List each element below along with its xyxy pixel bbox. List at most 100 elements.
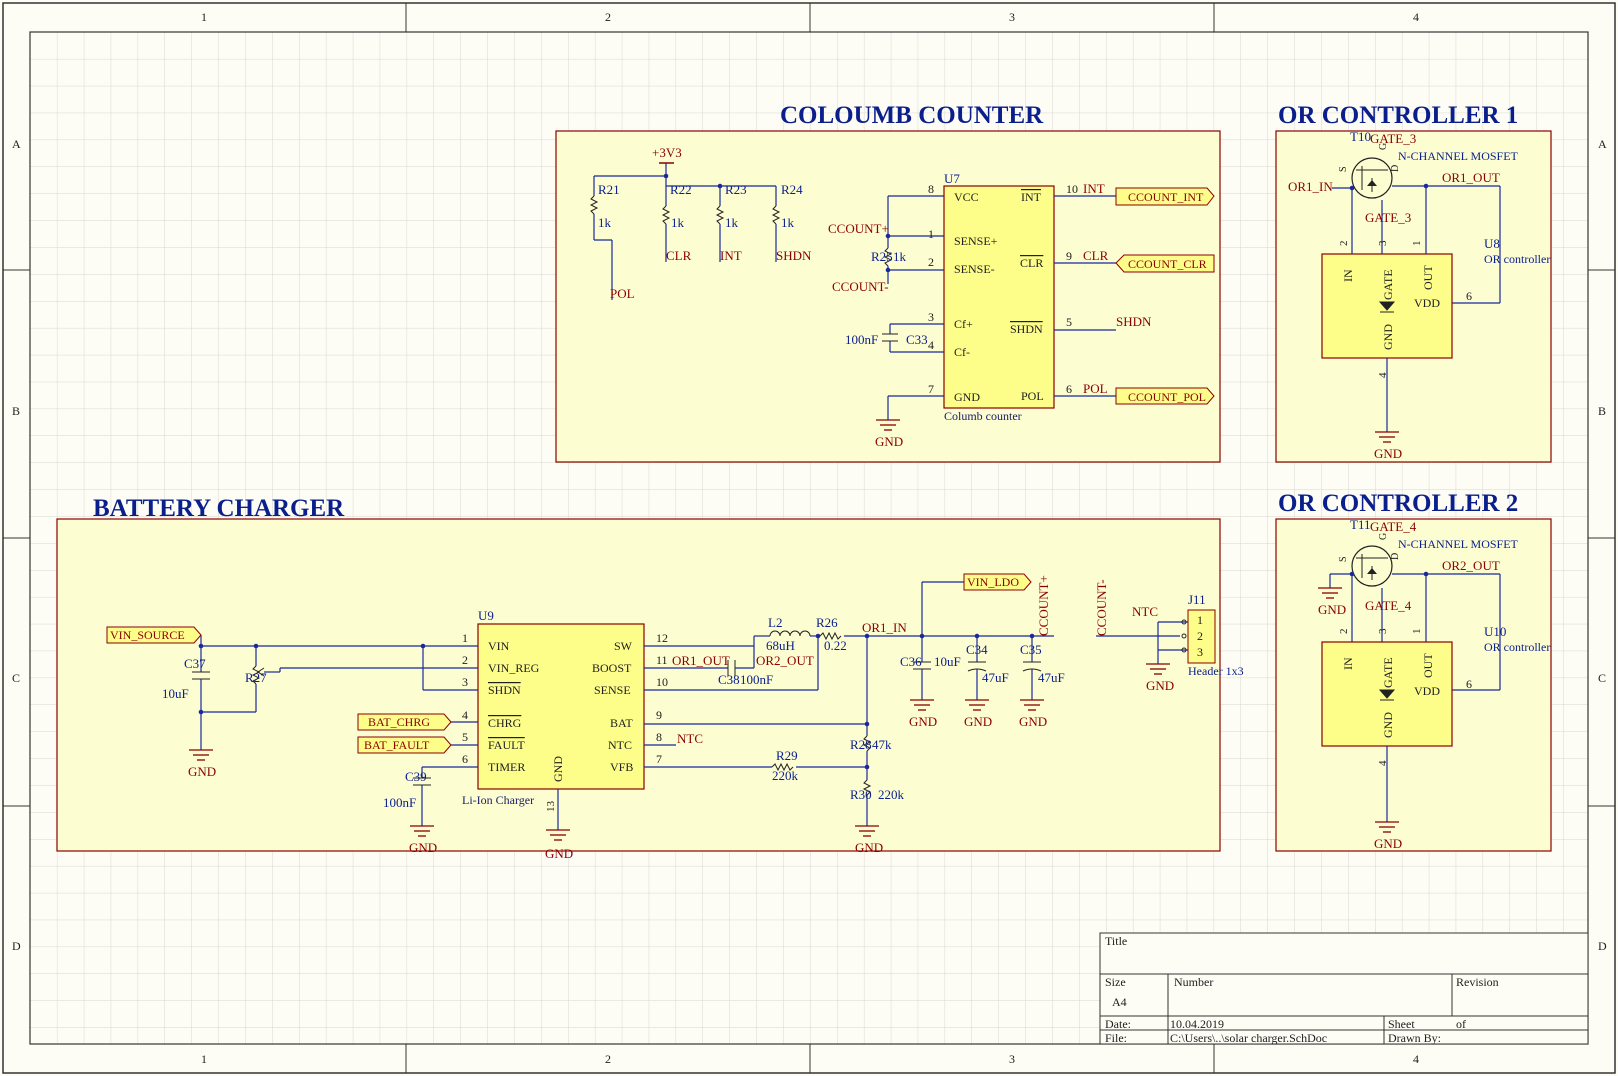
u8-pin-in: IN [1341,269,1355,282]
u9-pin-num-13: 13 [545,801,557,813]
u8-pin-gate: GATE [1381,269,1395,300]
j11-ref: J11 [1188,592,1206,607]
date-label: Date: [1105,1017,1131,1031]
u9-pin-bat: BAT [610,716,633,730]
col-label-bottom-1: 1 [201,1052,207,1066]
c36-ref: C36 [900,654,922,669]
resistor-r21: R21 1k POL [589,176,635,301]
u7-pin-int: INT [1021,190,1042,204]
gnd-j11-label: GND [1146,678,1174,693]
or2-gate-net: GATE_4 [1365,598,1412,613]
u7-pin-num-5: 5 [1066,315,1072,329]
u10-pin-gnd: GND [1381,712,1395,738]
j11-ntc-net: NTC [1132,604,1158,619]
r21-value: 1k [598,215,612,230]
c33-value: 100nF [845,332,878,347]
ccount-minus-net: CCOUNT- [832,279,889,294]
title-label: Title [1105,934,1127,948]
net-clr: CLR [1083,248,1109,263]
u10-pin-num-4: 4 [1377,760,1389,766]
u7-pin-num-10: 10 [1066,182,1078,196]
t10-gate-top: GATE_3 [1370,131,1416,146]
j11-pin-3: 3 [1197,645,1203,659]
or1-out-net-charger: OR1_OUT [672,653,730,668]
u9-pin-sense: SENSE [594,683,631,697]
u9-pin-num-4: 4 [462,708,468,722]
c38-value: 100nF [740,672,773,687]
r23-value: 1k [725,215,739,230]
net-shdn: SHDN [1116,314,1152,329]
port-ccount-int: CCOUNT_INT [1115,187,1215,206]
u7-pin-shdn: SHDN [1010,322,1043,336]
u7-pin-pol: POL [1021,389,1044,403]
port-vin-source: VIN_SOURCE [106,626,202,644]
u7-pin-num-6: 6 [1066,382,1072,396]
u8-pin-num-4: 4 [1377,372,1389,378]
u7-pin-num-1: 1 [928,227,934,241]
date-value: 10.04.2019 [1170,1017,1224,1031]
r24-value: 1k [781,215,795,230]
gnd-c39-label: GND [409,840,437,855]
ic-u9: U9 Li-Ion Charger VIN VIN_REG SHDN CHRG … [462,608,668,812]
or1-in-net-charger: OR1_IN [862,620,907,635]
c35-ref: C35 [1020,642,1042,657]
port-bat-fault: BAT_FAULT [357,736,452,754]
r29-value: 220k [772,768,799,783]
u8-gnd-label: GND [1374,446,1402,461]
t11-pin-g: G [1378,533,1389,540]
section-title-or2: OR CONTROLLER 2 [1278,490,1518,517]
sheet-label: Sheet [1388,1017,1415,1031]
u10-pin-vdd: VDD [1414,684,1440,698]
r26-ref: R26 [816,615,838,630]
ntc-net-u9: NTC [677,731,703,746]
u7-pin-num-8: 8 [928,182,934,196]
header-j11: 1 2 3 J11 Header 1x3 NTC GND [1132,592,1244,693]
r22-value: 1k [671,215,685,230]
c38-ref: C38 [718,672,740,687]
u9-pin-ntc: NTC [608,738,632,752]
u7-pin-num-4: 4 [928,338,934,352]
file-value: C:\Users\..\solar charger.SchDoc [1170,1031,1327,1045]
t11-gnd-label: GND [1318,602,1346,617]
col-label-top-2: 2 [605,10,611,24]
r24-ref: R24 [781,182,803,197]
c35-value: 47uF [1038,670,1065,685]
r21-net: POL [610,286,635,301]
u9-pin-num-10: 10 [656,675,668,689]
u9-ref: U9 [478,608,494,623]
j11-pin-1: 1 [1197,613,1203,627]
number-label: Number [1174,975,1213,989]
ic-u8: U8 OR controller IN GATE OUT GND VDD 2 3… [1321,236,1550,378]
u10-pin-num-3: 3 [1377,628,1389,634]
r28-ref: R28 [850,737,872,752]
port-ccount-pol: CCOUNT_POL [1115,387,1215,405]
gnd-u9-label: GND [545,846,573,861]
u8-pin-out: OUT [1421,265,1435,290]
or-controller-2-section: OR CONTROLLER 2 T11 GATE_4 N-CHANNEL MOS… [1275,490,1552,852]
u7-gnd-label: GND [875,434,903,449]
u10-name: OR controller [1484,640,1550,654]
drawn-by-label: Drawn By: [1388,1031,1441,1045]
u10-pin-num-1: 1 [1411,629,1423,635]
r28-value: 47k [872,737,892,752]
u9-pin-boost: BOOST [592,661,632,675]
mosfet-t11: T11 GATE_4 N-CHANNEL MOSFET S G D [1338,517,1519,587]
port-vin-ldo: VIN_LDO [963,573,1032,591]
or2-out-net-charger: OR2_OUT [756,653,814,668]
resistor-r23: R23 1k INT [715,182,747,263]
resistor-r24: R24 1k SHDN [771,182,812,263]
row-label-right-a: A [1598,137,1607,151]
u7-pin-num-2: 2 [928,255,934,269]
row-label-left-d: D [12,939,21,953]
u7-pin-num-3: 3 [928,310,934,324]
u9-pin-num-3: 3 [462,675,468,689]
u10-pin-num-6: 6 [1466,677,1472,691]
ccount-plus-net: CCOUNT+ [828,221,889,236]
t10-pin-s: S [1338,166,1349,172]
of-label: of [1456,1017,1466,1031]
u9-pin-gnd: GND [551,756,565,782]
r26-value: 0.22 [824,638,847,653]
u9-pin-num-1: 1 [462,631,468,645]
gnd-c36-label: GND [909,714,937,729]
